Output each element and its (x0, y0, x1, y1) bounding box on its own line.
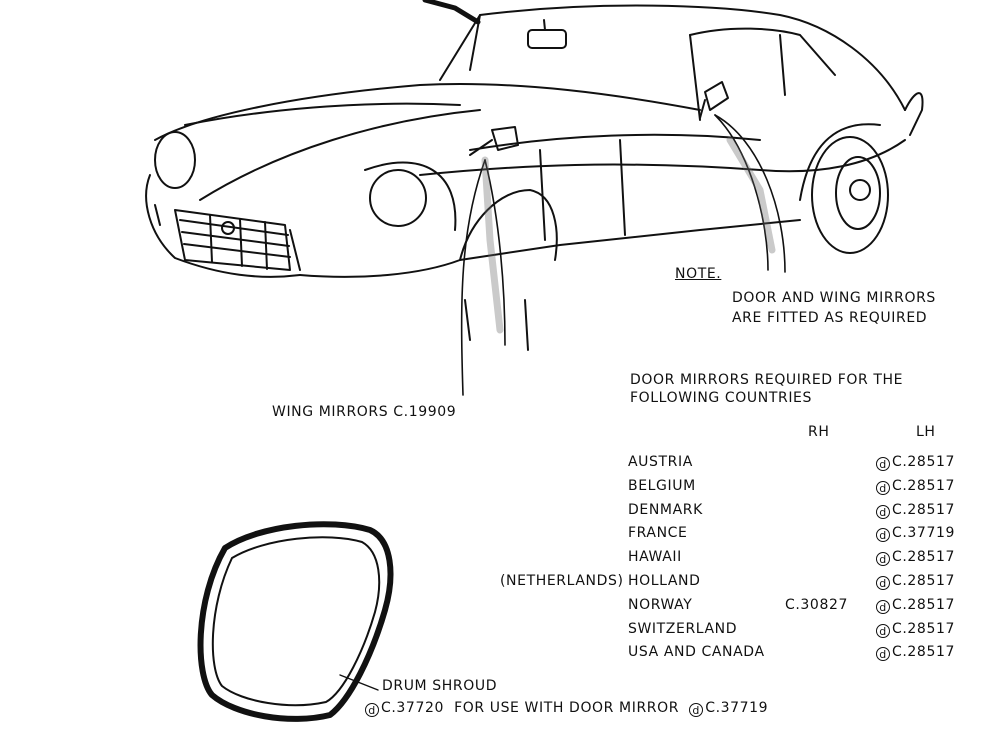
drum-shroud-part: C.37720 (381, 700, 444, 716)
note-heading: NOTE. (675, 266, 722, 282)
country-name: BELGIUM (628, 478, 696, 494)
country-name: AUSTRIA (628, 454, 693, 470)
d-symbol-icon: d (876, 481, 890, 495)
interior-mirror-arrow (422, 0, 481, 25)
d-symbol-icon: d (876, 528, 890, 542)
note-line-1: DOOR AND WING MIRRORS (732, 290, 936, 306)
grille (174, 209, 291, 271)
country-name: HOLLAND (628, 573, 701, 589)
windscreen (439, 4, 906, 111)
country-name: USA AND CANADA (628, 644, 765, 660)
front-wheel-arch (459, 189, 558, 261)
country-name: SWITZERLAND (628, 621, 738, 637)
wing-mirrors-label: WING MIRRORS C.19909 (272, 404, 457, 420)
rh-part-number: C.30827 (785, 597, 848, 613)
country-name: FRANCE (628, 525, 688, 541)
country-name: DENMARK (628, 502, 703, 518)
drum-shroud-inner (211, 536, 381, 707)
door-mirror-part: C.37719 (705, 700, 769, 716)
d-symbol-icon: d (876, 505, 890, 519)
lh-part-value: C.28517 (892, 621, 955, 637)
lh-part-value: C.28517 (892, 454, 955, 470)
wing-mirror-arrow (460, 159, 486, 396)
d-symbol-icon: d (876, 600, 890, 614)
lh-part-value: C.28517 (892, 549, 955, 565)
bonnet (154, 83, 701, 141)
lh-part-value: C.28517 (892, 597, 955, 613)
left-headlamp (154, 131, 196, 189)
body-side (299, 219, 801, 278)
note-line-2: ARE FITTED AS REQUIRED (732, 310, 928, 326)
lh-part-value: C.28517 (892, 644, 955, 660)
rear-wheel (811, 136, 889, 254)
door-mirrors-heading-1: DOOR MIRRORS REQUIRED FOR THE (630, 372, 904, 388)
country-prefix: (NETHERLANDS) (500, 573, 624, 589)
door-mirror (704, 81, 729, 111)
lh-part-value: C.37719 (892, 525, 955, 541)
country-name: NORWAY (628, 597, 693, 613)
lh-part-value: C.28517 (892, 502, 955, 518)
d-symbol-icon: d (876, 576, 890, 590)
lh-part-value: C.28517 (892, 478, 955, 494)
door-mirrors-heading-2: FOLLOWING COUNTRIES (630, 390, 812, 406)
column-lh: LH (916, 424, 936, 440)
d-symbol-icon: d (365, 703, 379, 717)
d-symbol-icon: d (876, 457, 890, 471)
drum-shroud-usage: FOR USE WITH DOOR MIRROR (454, 700, 680, 716)
right-headlamp (369, 169, 427, 227)
drum-shroud-label: DRUM SHROUD (382, 678, 498, 694)
lh-part-value: C.28517 (892, 573, 955, 589)
d-symbol-icon: d (876, 552, 890, 566)
door-mirror-arrow (714, 114, 769, 271)
interior-mirror (527, 29, 567, 49)
drum-shroud-leader (339, 674, 379, 691)
nose (145, 174, 301, 278)
column-rh: RH (808, 424, 830, 440)
d-symbol-icon: d (689, 703, 704, 717)
d-symbol-icon: d (876, 624, 890, 638)
wing-mirror (491, 126, 519, 151)
drum-shroud-outer (197, 521, 394, 722)
country-name: HAWAII (628, 549, 682, 565)
d-symbol-icon: d (876, 647, 890, 661)
